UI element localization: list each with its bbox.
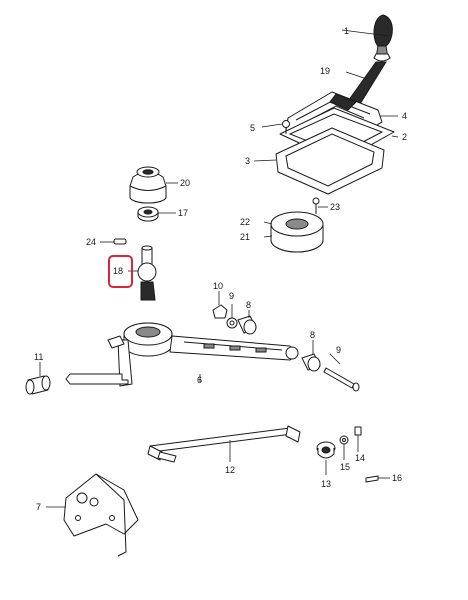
clip-part-15[interactable] [354,426,362,452]
label-part-1: 1 [344,26,349,36]
washer-part-16[interactable] [339,435,349,460]
label-part-7: 7 [36,502,41,512]
highlight-box-part-19 [108,255,133,288]
screw-part-24[interactable] [312,197,328,214]
label-part-6: 6 [197,375,202,385]
callout-labels: 1 19 4 5 2 3 20 23 17 22 21 24 18 10 9 8… [34,26,407,512]
washer-part-10[interactable] [226,304,238,329]
shift-lever-part-20[interactable] [345,61,387,105]
bushing-part-22-23[interactable] [263,211,324,253]
label-part-5: 5 [250,123,255,133]
joint-part-14[interactable] [316,441,336,475]
label-part-23: 22 [240,217,250,227]
label-part-9-main: 9 [336,345,341,355]
pin-part-25[interactable] [100,238,127,245]
label-part-14: 13 [321,479,331,489]
clip-part-11[interactable] [212,291,228,319]
label-part-25: 24 [86,237,96,247]
label-part-8-upper: 8 [246,300,251,310]
pin-part-17[interactable] [365,475,390,483]
label-part-18: 17 [178,208,188,218]
screw-part-5[interactable] [261,120,290,135]
label-part-4: 4 [402,111,407,121]
label-part-11: 10 [213,281,223,291]
label-part-15: 14 [355,453,365,463]
bushing-part-8-lower[interactable] [301,340,321,372]
boot-base-part-3[interactable] [253,127,385,195]
label-part-10: 9 [229,291,234,301]
shift-linkage-part-6[interactable] [65,322,299,387]
label-part-22: 21 [240,232,250,242]
label-part-3: 3 [245,156,250,166]
bolt-part-9[interactable] [323,353,360,392]
label-part-24: 23 [330,202,340,212]
shift-rod-part-13[interactable] [147,425,301,463]
bracket-part-7[interactable] [46,473,139,557]
nut-part-18[interactable] [137,206,176,222]
grommet-part-21[interactable] [129,166,178,204]
label-part-20: 19 [320,66,330,76]
gear-knob-part-1[interactable] [341,14,393,62]
label-part-12: 11 [34,352,43,362]
label-part-13: 12 [225,465,235,475]
bushing-part-12[interactable] [25,362,51,395]
label-part-2: 2 [402,132,407,142]
ball-joint-lever-part-19[interactable] [108,245,157,301]
label-part-16: 15 [340,462,350,472]
label-part-21: 20 [180,178,190,188]
label-part-8-lower: 8 [310,330,315,340]
label-part-17: 16 [392,473,402,483]
bushing-part-8-upper[interactable] [237,310,257,335]
label-part-19: 18 [113,266,123,276]
